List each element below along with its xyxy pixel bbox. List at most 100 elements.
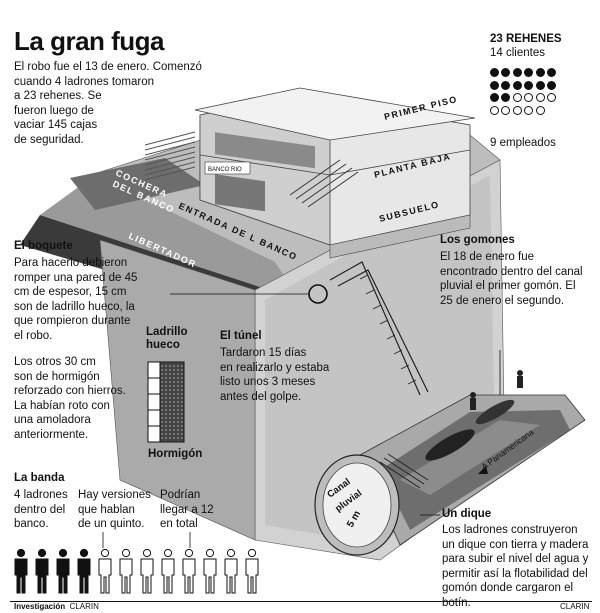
bank-building xyxy=(144,87,476,259)
thief-figure-icon xyxy=(14,548,28,594)
banda-line: banco. xyxy=(14,518,49,531)
footer-divider xyxy=(10,601,592,602)
dique-heading: Un dique xyxy=(442,508,492,520)
hormigon-label: Hormigón xyxy=(148,448,203,460)
hostage-empleado-icon xyxy=(512,93,522,102)
boquete-line: Los otros 30 cm xyxy=(14,356,96,368)
banda-line: en total xyxy=(160,518,198,531)
possible-thief-figure-icon xyxy=(98,548,112,594)
tunel-heading: El túnel xyxy=(220,330,262,342)
hostage-cliente-icon xyxy=(546,80,556,90)
hostage-empleado-icon xyxy=(546,93,556,102)
tunel-line: en realizarlo y estaba xyxy=(220,361,330,374)
thief-figure-icon xyxy=(56,548,70,594)
boquete-line: romper una pared de 45 xyxy=(14,271,138,284)
tunel-line: antes del golpe. xyxy=(220,390,302,403)
intro-line: vaciar 145 cajas xyxy=(14,119,98,132)
footer-source: CLARIN xyxy=(69,602,99,611)
banda-line: llegar a 12 xyxy=(160,503,214,516)
gomones-line: encontrado dentro del canal xyxy=(440,265,583,278)
possible-thief-figure-icon xyxy=(182,548,196,594)
banda-line: que hablan xyxy=(78,503,135,516)
dique-line: un dique con tierra y madera xyxy=(442,538,589,551)
intro-line: cuando 4 ladrones tomaron xyxy=(14,75,155,88)
hostage-empleado-icon xyxy=(535,93,545,102)
page-title: La gran fuga xyxy=(14,26,165,56)
intro-line: fueron luego de xyxy=(14,104,94,117)
dique-line: Los ladrones construyeron xyxy=(442,524,578,536)
boquete-line: cm de espesor, 15 cm xyxy=(14,286,127,299)
possible-thief-figure-icon xyxy=(224,548,238,594)
ladrillo-line: Ladrillo xyxy=(146,326,188,338)
boquete-line: La habían roto con xyxy=(14,399,110,412)
hostage-empleado-icon xyxy=(535,105,545,115)
boquete-line: Para hacerlo debieron xyxy=(14,257,128,269)
dique-line: para subir el nivel del agua y xyxy=(442,553,589,566)
footer-left: Investigación CLARIN xyxy=(14,602,99,611)
intro-line: a 23 rehenes. Se xyxy=(14,90,102,103)
hostage-empleado-icon xyxy=(501,105,511,115)
hostage-row xyxy=(490,105,600,119)
boquete-line: que rompieron durante xyxy=(14,315,131,328)
banda-line: Hay versiones xyxy=(78,489,151,501)
possible-thief-figure-icon xyxy=(140,548,154,594)
hostage-grid xyxy=(490,68,600,118)
intro-line: de seguridad. xyxy=(14,133,84,146)
hostage-cliente-icon xyxy=(535,80,545,90)
gomones-line: 25 de enero el segundo. xyxy=(440,294,565,307)
gomones-line: pluvial el primer gomón. El xyxy=(440,280,576,293)
hostage-cliente-icon xyxy=(490,80,499,90)
arrow-icon xyxy=(478,466,488,474)
leader-line xyxy=(189,532,191,548)
boquete-heading: El boquete xyxy=(14,240,73,252)
thief-figure-icon xyxy=(77,548,91,594)
hostage-row xyxy=(490,80,600,94)
rehenes-empleados: 9 empleados xyxy=(490,137,556,149)
banda-line: dentro del xyxy=(14,503,66,516)
rehenes-clientes: 14 clientes xyxy=(490,47,545,59)
tunel-line: listo unos 3 meses xyxy=(220,376,316,389)
hostage-cliente-icon xyxy=(490,93,499,102)
label-banco: BANCO RIO xyxy=(208,167,242,173)
band-figures xyxy=(14,548,259,594)
footer-right: CLARIN xyxy=(560,602,590,611)
hostage-cliente-icon xyxy=(501,80,511,90)
hostage-empleado-icon xyxy=(512,105,522,115)
hostage-cliente-icon xyxy=(512,80,522,90)
boquete-line: anteriormente. xyxy=(14,428,89,441)
hostage-row xyxy=(490,93,600,106)
possible-thief-figure-icon xyxy=(119,548,133,594)
gomones-heading: Los gomones xyxy=(440,234,515,246)
boquete-line: una amoladora xyxy=(14,414,91,427)
hostage-empleado-icon xyxy=(524,105,534,115)
possible-thief-figure-icon xyxy=(161,548,175,594)
dique-line: gomón donde cargaron el botín. xyxy=(442,582,574,609)
hostage-row xyxy=(490,68,600,81)
ladrillo-label: Ladrillo hueco xyxy=(146,326,188,352)
boquete-line: reforzado con hierros. xyxy=(14,385,126,398)
banda-line: 4 ladrones xyxy=(14,489,68,501)
hostage-cliente-icon xyxy=(524,68,534,77)
possible-thief-figure-icon xyxy=(203,548,217,594)
intro-text: El robo fue el 13 de enero. Comenzó cuan… xyxy=(14,60,202,148)
hostage-cliente-icon xyxy=(490,68,499,77)
intro-line: El robo fue el 13 de enero. Comenzó xyxy=(14,61,202,73)
hostage-empleado-icon xyxy=(524,93,534,102)
banda-heading: La banda xyxy=(14,472,65,484)
hostage-cliente-icon xyxy=(512,68,522,77)
dique-line: permitir así la flotabilidad del xyxy=(442,567,588,580)
banda-line: Podrían xyxy=(160,489,201,501)
boquete-line: son de hormigón xyxy=(14,370,100,383)
hostage-cliente-icon xyxy=(501,68,511,77)
hostage-cliente-icon xyxy=(546,68,556,77)
storm-drain-canal xyxy=(314,394,586,556)
boquete-line: son de ladrillo hueco, la xyxy=(14,300,135,313)
wall-section xyxy=(147,361,185,443)
possible-thief-figure-icon xyxy=(245,548,259,594)
boquete-line: el robo. xyxy=(14,329,53,342)
tunel-line: Tardaron 15 días xyxy=(220,347,307,359)
leader-line xyxy=(102,532,104,548)
rehenes-heading: 23 REHENES xyxy=(490,33,562,45)
footer-section: Investigación xyxy=(14,602,66,611)
